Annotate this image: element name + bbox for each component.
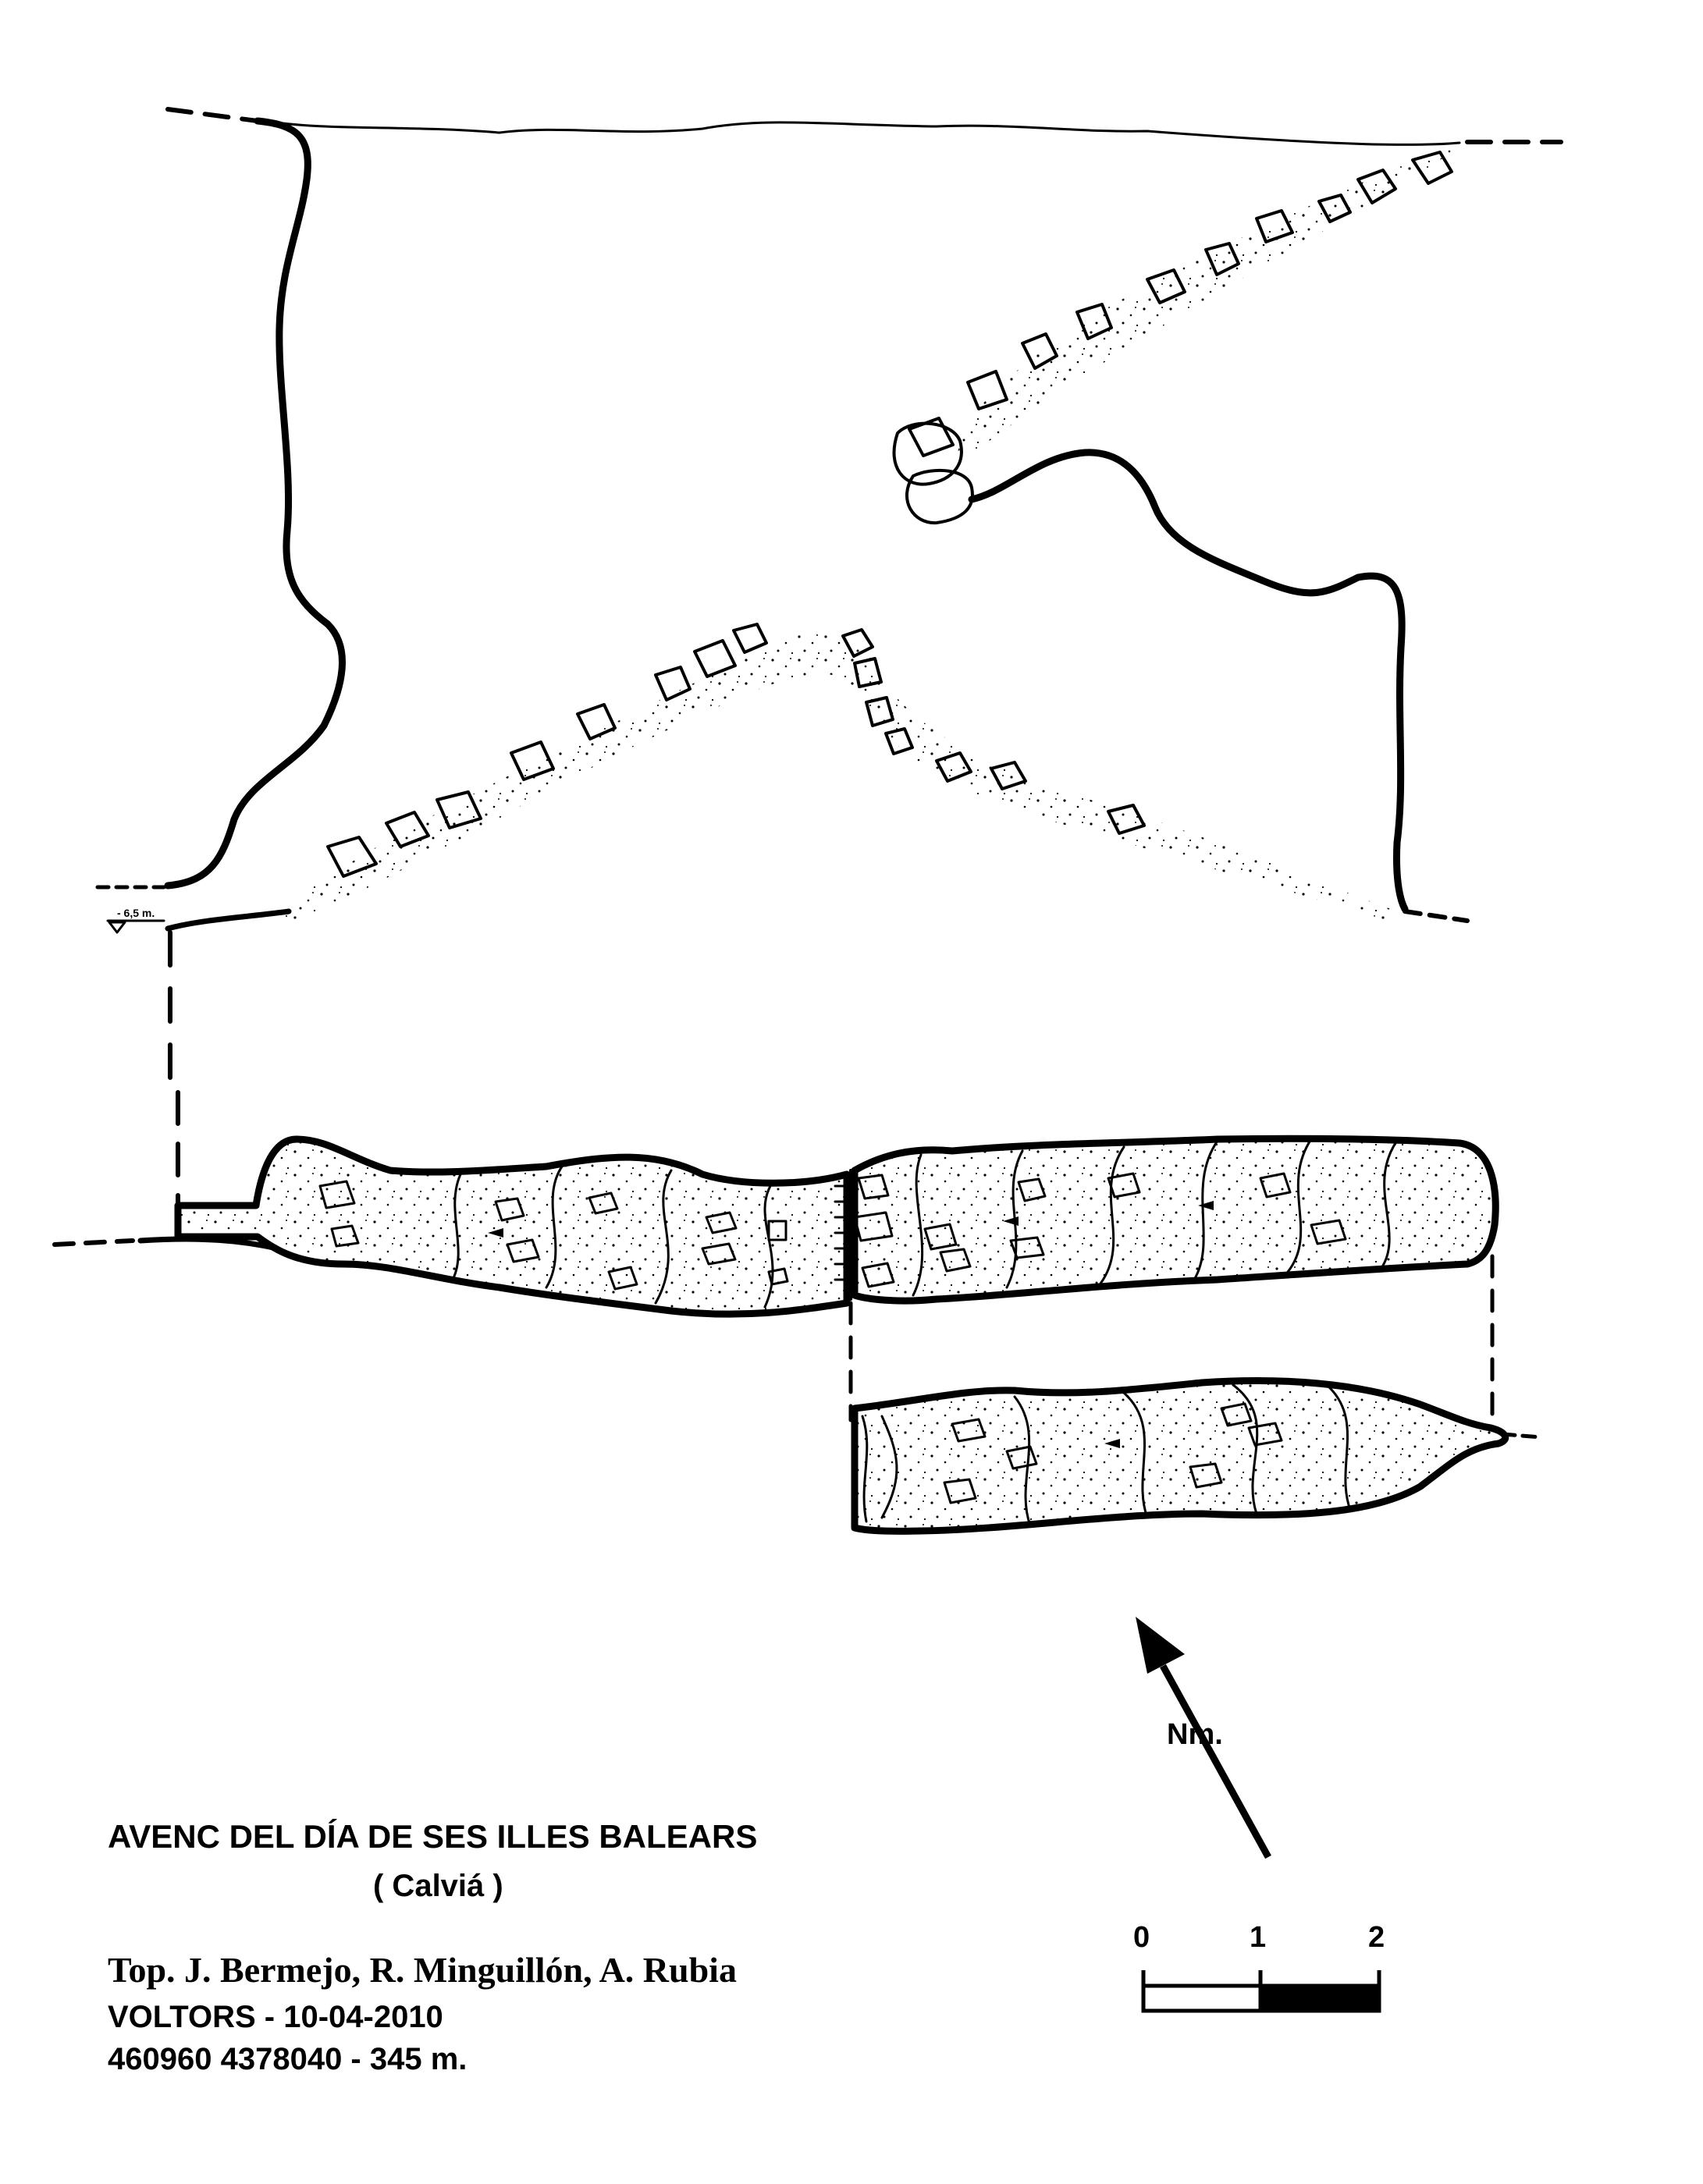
coordinates: 460960 4378040 - 345 m. [108,2042,467,2076]
lower-gallery-dash [1500,1432,1544,1440]
north-arrow-shaft [1160,1664,1271,1859]
north-arrow [1136,1617,1271,1859]
scale-bar [1141,1970,1381,2013]
flow-contours [451,1138,1399,1309]
upper-boulders [892,151,1453,525]
right-floor-dash [1403,909,1470,923]
surface-line [264,119,1461,146]
step-hachures [834,1184,848,1281]
north-label: Nm. [1167,1718,1223,1751]
club-date: VOLTORS - 10-04-2010 [108,2000,443,2034]
scale-label-1: 1 [1250,1921,1266,1954]
depth-label: - 6,5 m. [117,907,155,919]
scale-segment-black [1258,1983,1381,2013]
plan-lower-gallery [851,1376,1509,1535]
depth-marker-triangle [108,921,126,934]
lower-flow-arrow [1104,1439,1120,1448]
scale-segment-white [1141,1983,1263,2013]
plan-corridor-west [174,1135,851,1318]
survey-title: AVENC DEL DÍA DE SES ILLES BALEARS [108,1818,757,1855]
scale-label-0: 0 [1133,1921,1150,1954]
north-arrow-head [1136,1617,1185,1674]
shaft-left-wall [164,117,346,890]
lower-boulders [943,1402,1283,1504]
flow-arrows [488,1201,1214,1238]
plan-entry-line [137,1236,280,1252]
shaft-right-wall [968,449,1409,913]
plan-boulders [318,1172,1347,1291]
scale-label-2: 2 [1368,1921,1385,1954]
elevation-profile [95,107,1563,1095]
floor-entry-left [165,908,292,932]
plan-access-dash [52,1238,135,1247]
plan-corridor-east [851,1135,1499,1305]
upper-debris-slope [952,142,1452,468]
scale-ticks [1141,1970,1381,1986]
surface-dash-left [165,107,260,123]
survey-subtitle: ( Calviá ) [373,1869,503,1903]
surveyors: Top. J. Bermejo, R. Minguillón, A. Rubia [108,1950,737,1990]
plan-view [52,1090,1544,1535]
central-debris-cone [273,632,1397,921]
cone-boulders [326,623,1146,878]
